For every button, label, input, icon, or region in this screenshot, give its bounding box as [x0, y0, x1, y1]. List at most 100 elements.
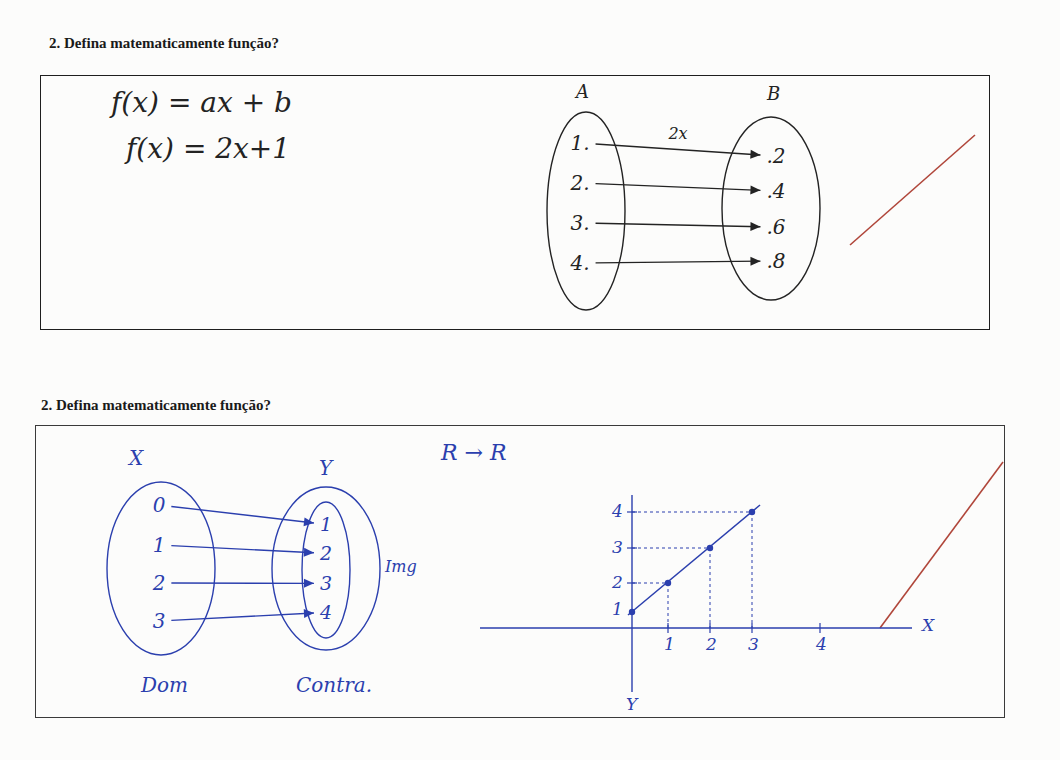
x-axis — [480, 627, 912, 628]
guide-line — [752, 512, 753, 628]
mapping-arrow — [171, 582, 314, 584]
set-element: 3 — [150, 609, 169, 633]
graph-point — [749, 509, 755, 515]
element-label: .2 — [766, 144, 785, 168]
element-label: 2 — [320, 542, 332, 565]
mapping-arrow — [171, 506, 314, 523]
handwritten-text: f(x) = 2x+1 — [126, 132, 290, 166]
guide-line — [632, 583, 668, 584]
tick-label: 4 — [816, 634, 827, 654]
ellipse-outline — [302, 502, 350, 638]
arrow-head — [750, 222, 760, 231]
set-ellipse: A1.2.3.4. — [546, 111, 626, 311]
element-label: 1. — [570, 131, 589, 155]
tick-mark — [709, 623, 710, 633]
arrow-head — [304, 579, 314, 588]
element-label: 0 — [153, 493, 166, 517]
set-element: .2 — [763, 144, 788, 168]
question-title: 2. Defina matematicamente função? — [41, 396, 271, 414]
element-label: 1 — [320, 513, 332, 536]
element-label: 1 — [153, 533, 166, 557]
ellipse-outline — [271, 486, 381, 651]
arrow-head — [750, 185, 760, 194]
guide-line — [632, 548, 710, 549]
element-label: .6 — [766, 215, 785, 239]
tick-label: 3 — [612, 537, 623, 557]
set-element: .6 — [763, 215, 788, 239]
tick-mark — [627, 547, 637, 548]
mapping-arrow — [171, 546, 314, 553]
element-label: .4 — [766, 179, 785, 203]
handwritten-text: Contra. — [296, 673, 372, 697]
function-line — [628, 505, 760, 615]
element-label: .8 — [766, 249, 785, 273]
answer-panel: 2. Defina matematicamente função?f(x) = … — [40, 75, 990, 330]
ellipse-outline — [272, 487, 380, 650]
set-element: 4 — [317, 601, 335, 624]
tick-label: 1 — [612, 599, 623, 619]
y-axis — [631, 495, 632, 692]
element-label: 2 — [153, 571, 166, 595]
graph-point — [707, 545, 713, 551]
arrow-head — [304, 548, 314, 557]
guide-line — [668, 583, 669, 628]
question-title: 2. Defina matematicamente função? — [49, 34, 279, 52]
mapping-arrow — [171, 613, 314, 620]
guide-line — [710, 548, 711, 628]
element-label: 4 — [320, 601, 332, 624]
strike-line — [880, 462, 1003, 628]
handwritten-text: Dom — [141, 673, 188, 697]
set-element: 1 — [317, 513, 335, 536]
tick-label: 4 — [612, 501, 623, 521]
domain-ellipse: XDom0123 — [106, 481, 216, 656]
handwritten-text: f(x) = ax + b — [111, 86, 292, 120]
element-label: 3. — [570, 211, 589, 235]
graph-point — [665, 580, 671, 586]
ellipse-outline — [722, 117, 820, 300]
tick-mark — [667, 623, 668, 633]
tick-mark — [819, 623, 820, 633]
tick-mark — [627, 511, 637, 512]
ellipse-outline — [107, 482, 215, 655]
answer-panel: 2. Defina matematicamente função?R → RXD… — [35, 425, 1005, 718]
element-label: 4. — [570, 251, 589, 275]
ellipse-outline — [547, 112, 625, 310]
arrow-head — [750, 150, 760, 159]
set-name: Y — [319, 456, 332, 480]
arrow-label: 2x — [666, 124, 689, 143]
tick-label: 2 — [612, 572, 623, 592]
tick-label: 3 — [748, 634, 759, 654]
set-name: Img — [385, 557, 417, 576]
graph-point — [629, 609, 635, 615]
set-element: 1. — [567, 131, 592, 155]
tick-label: 1 — [664, 634, 675, 654]
set-name: X — [129, 446, 143, 470]
guide-lines — [632, 512, 752, 628]
set-element: 0 — [150, 493, 169, 517]
strike-line — [850, 135, 975, 245]
set-element: 1 — [150, 533, 169, 557]
set-element: 4. — [567, 251, 592, 275]
set-element: .8 — [763, 249, 788, 273]
tick-label: 2 — [706, 634, 717, 654]
set-element: 2 — [317, 542, 335, 565]
element-label: 3 — [320, 572, 332, 595]
set-element: .4 — [763, 179, 788, 203]
set-element: 3. — [567, 211, 592, 235]
tick-mark — [627, 582, 637, 583]
image-oval: Img1234 — [301, 501, 351, 639]
element-label: 3 — [153, 609, 166, 633]
mapping-arrow — [596, 223, 761, 226]
set-name: B — [767, 83, 780, 105]
guide-line — [632, 512, 752, 513]
tick-mark — [751, 623, 752, 633]
set-element: 3 — [317, 572, 335, 595]
handwritten-text: R → R — [441, 440, 507, 466]
axis-label: X — [922, 615, 934, 635]
mapping-arrow — [596, 184, 761, 191]
set-element: 2 — [150, 571, 169, 595]
ellipse-outline — [721, 116, 821, 301]
codomain-ellipse: YContra.Img1234 — [271, 486, 381, 651]
arrow-head — [750, 257, 760, 266]
